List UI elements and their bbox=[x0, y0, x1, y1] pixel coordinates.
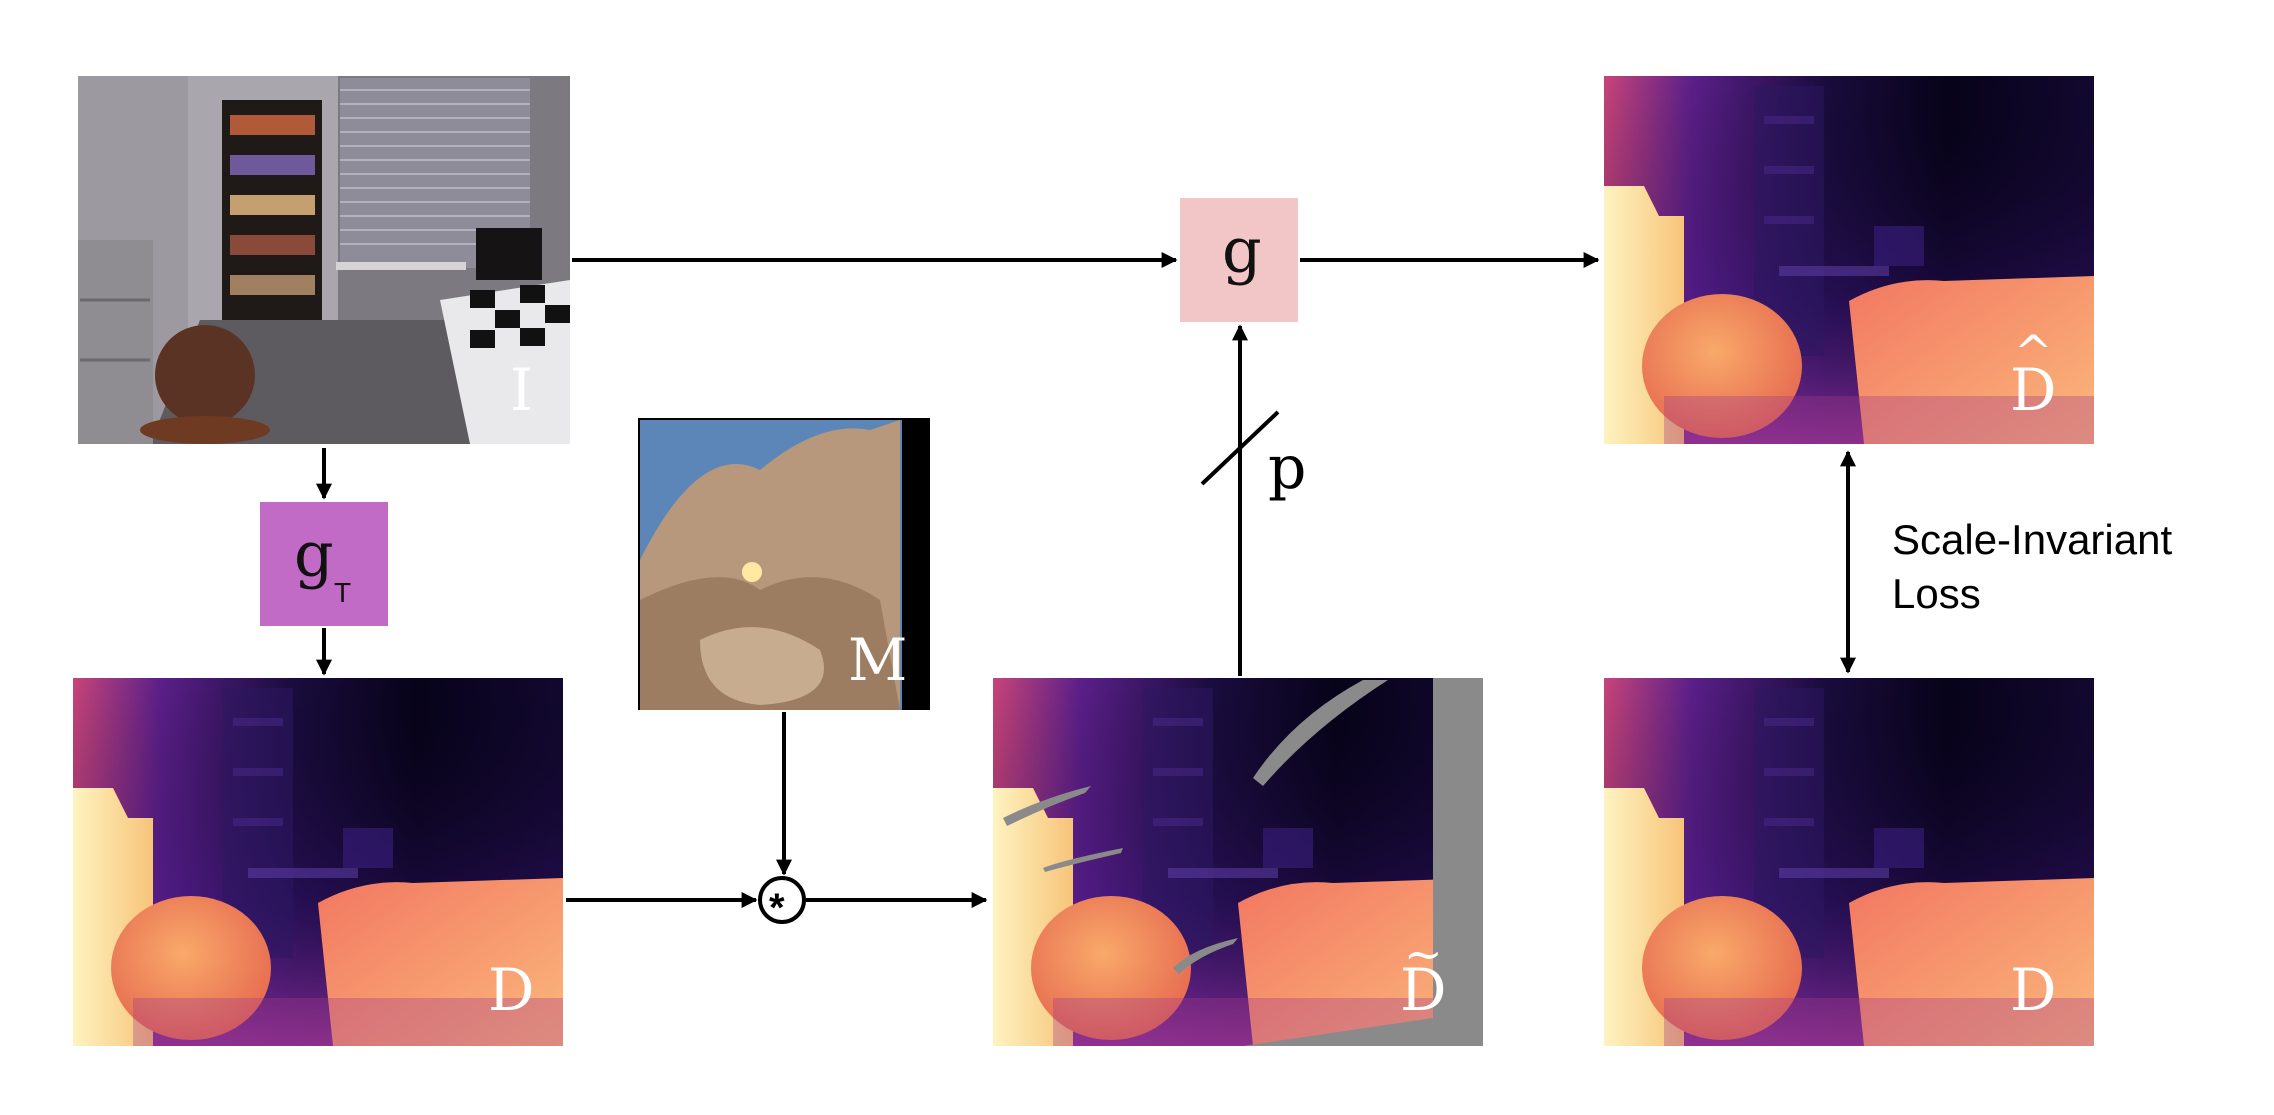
convolution-operator: * bbox=[758, 876, 806, 930]
prediction-hat-accent: ^ bbox=[2014, 325, 2053, 379]
teacher-network-box: g T bbox=[260, 502, 388, 626]
teacher-depth-map: D bbox=[73, 678, 563, 1046]
arrows bbox=[316, 252, 1600, 908]
loss-label-line1: Scale-Invariant bbox=[1892, 516, 2172, 563]
teacher-depth-label: D bbox=[488, 956, 535, 1024]
prediction-label: D bbox=[2010, 356, 2057, 424]
input-image-label: I bbox=[510, 356, 533, 424]
target-depth-map: D bbox=[1604, 678, 2094, 1046]
convolution-symbol: * bbox=[769, 886, 785, 930]
input-image: I bbox=[78, 76, 570, 444]
masked-depth-map: D ~ bbox=[993, 678, 1483, 1046]
loss-label-line2: Loss bbox=[1892, 570, 1981, 617]
mask-image: M bbox=[638, 418, 930, 710]
teacher-network-subscript: T bbox=[334, 577, 351, 608]
mask-label: M bbox=[848, 626, 907, 694]
masked-depth-tilde-accent: ~ bbox=[1404, 927, 1443, 981]
model-network-box: g bbox=[1180, 198, 1298, 322]
model-network-label: g bbox=[1222, 214, 1262, 287]
param-slash bbox=[1200, 410, 1280, 486]
param-label: p bbox=[1268, 433, 1306, 503]
teacher-network-label: g bbox=[294, 518, 334, 591]
prediction-depth-map: D ^ bbox=[1604, 76, 2094, 444]
target-depth-label: D bbox=[2010, 956, 2057, 1024]
masked-depth-label: D bbox=[1400, 956, 1447, 1024]
